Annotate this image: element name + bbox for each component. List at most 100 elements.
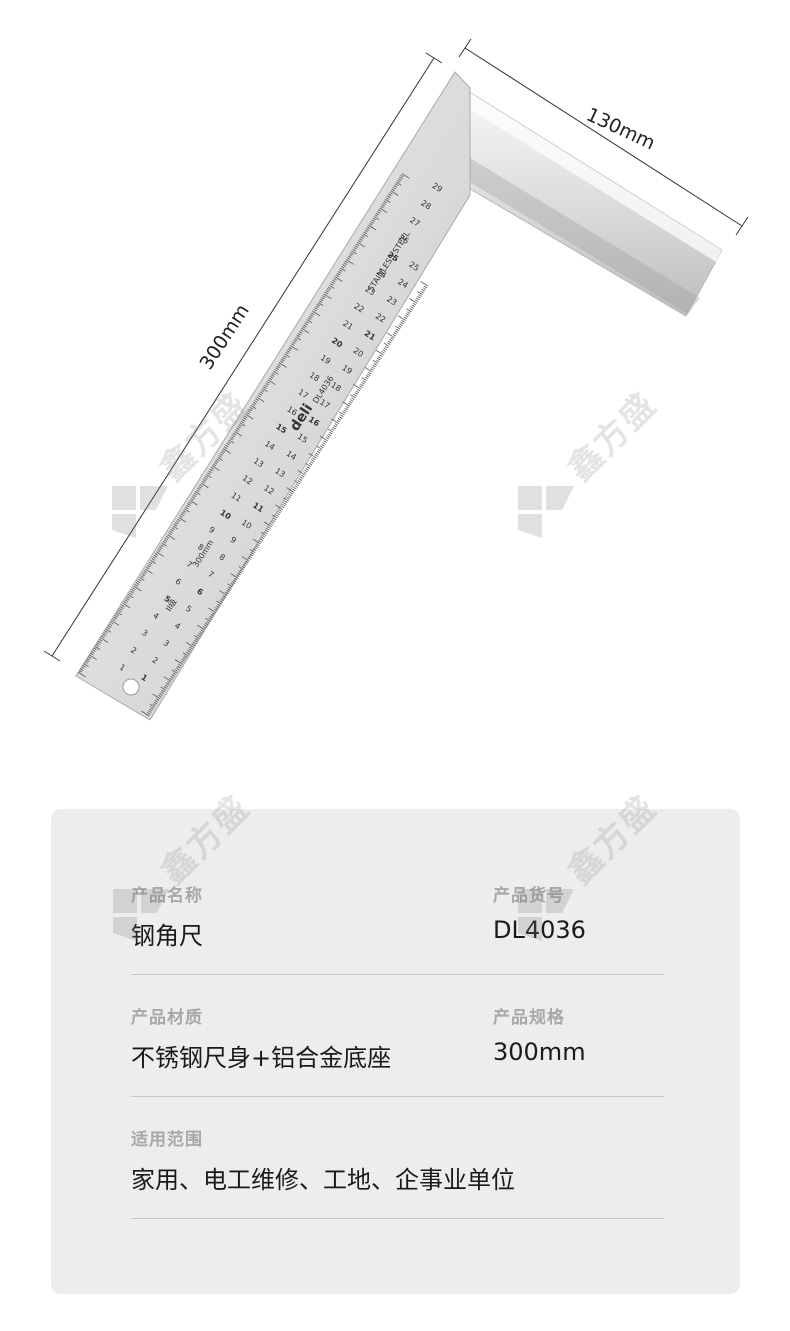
ruler-tick [244,562,248,566]
ruler-tick [217,603,221,607]
ruler-tick [265,529,269,533]
spec-cell-sku: 产品货号 DL4036 [493,881,586,944]
ruler-tick [228,439,235,444]
ruler-tick [333,424,337,428]
ruler-tick [187,650,191,653]
ruler-tick [202,626,207,629]
ruler-tick [399,176,403,180]
ruler-tick [141,573,145,577]
product-name-label: 产品名称 [131,886,203,906]
ruler-tick [414,299,419,303]
ruler-tick [384,345,389,349]
ruler-tick [256,396,265,403]
ruler-tick [246,412,250,415]
ruler-tick [334,276,343,282]
ruler-number: 6 [174,577,183,587]
ruler-tick [347,255,352,259]
ruler-number: 9 [229,535,238,545]
ruler-tick [151,558,155,561]
ruler-tick [355,243,360,247]
ruler-tick [161,542,168,547]
ruler-tick [155,698,160,701]
ruler-tick [354,245,359,248]
ruler-tick [86,657,91,661]
ruler-tick [257,394,261,398]
ruler-tick [152,556,156,560]
ruler-number: 4 [151,611,160,621]
ruler-tick [375,212,380,216]
ruler-tick [229,437,234,441]
ruler-tick [326,288,331,291]
ruler-tick [204,622,209,626]
ruler-tick [215,607,219,610]
ruler-tick [350,399,354,402]
ruler-tick [277,510,281,514]
ruler-number: 8 [196,542,205,552]
ruler-tick [162,540,167,544]
ruler-tick [199,631,203,634]
ruler-tick [398,178,402,181]
ruler-tick [382,349,386,352]
ruler-tick [311,312,315,315]
ruler-number: 2 [151,655,160,665]
ruler-tick [407,311,411,315]
ruler-tick [406,308,412,313]
ruler-tick [150,559,156,564]
ruler-tick [350,394,356,399]
ruler-tick [213,461,218,465]
ruler-tick [190,498,194,501]
ruler-number: 3 [140,628,149,638]
ruler-tick [362,380,366,383]
ruler-tick [306,319,313,324]
ruler-tick [188,648,192,652]
ruler-tick [301,474,305,478]
ruler-tick [197,634,201,638]
product-usage-value: 家用、电工维修、工地、企事业单位 [131,1166,515,1194]
ruler-tick [353,384,362,390]
ruler-tick [226,442,230,446]
ruler-tick [203,624,208,627]
ruler-tick [167,681,171,684]
ruler-tick [206,620,210,624]
ruler-tick [200,482,209,489]
ruler-tick [379,207,388,214]
ruler-tick [400,321,404,325]
ruler-tick [277,363,282,367]
ruler-tick [297,479,302,483]
ruler-tick [279,360,284,364]
ruler-tick [295,483,299,486]
ruler-tick [189,499,198,506]
ruler-tick [369,222,373,226]
ruler-tick [224,446,228,450]
ruler-tick [375,349,384,356]
ruler-tick [297,332,302,336]
ruler-tick [189,646,193,650]
ruler-tick [273,517,277,521]
ruler-tick [206,473,212,478]
ruler-tick [324,291,328,295]
ruler-tick [245,413,254,420]
ruler-tick [212,463,217,467]
ruler-tick [305,463,312,468]
ruler-tick [210,614,215,617]
ruler-tick [259,391,264,395]
ruler-tick [120,606,124,609]
ruler-tick [270,521,275,524]
ruler-tick [265,382,269,386]
ruler-tick [191,643,196,646]
ruler-tick [368,371,372,375]
ruler-tick [134,583,139,587]
ruler-tick [393,185,398,188]
ruler-tick [321,296,325,300]
ruler-tick [191,496,196,499]
ruler-tick [374,214,379,217]
ruler-tick [250,405,257,410]
ruler-tick [345,259,354,265]
ruler-tick [84,661,88,664]
ruler-tick [294,485,298,488]
ruler-tick [198,485,202,489]
ruler-tick [284,500,288,504]
ruler-tick [361,234,365,238]
ruler-tick [245,560,249,564]
ruler-tick [255,398,259,401]
